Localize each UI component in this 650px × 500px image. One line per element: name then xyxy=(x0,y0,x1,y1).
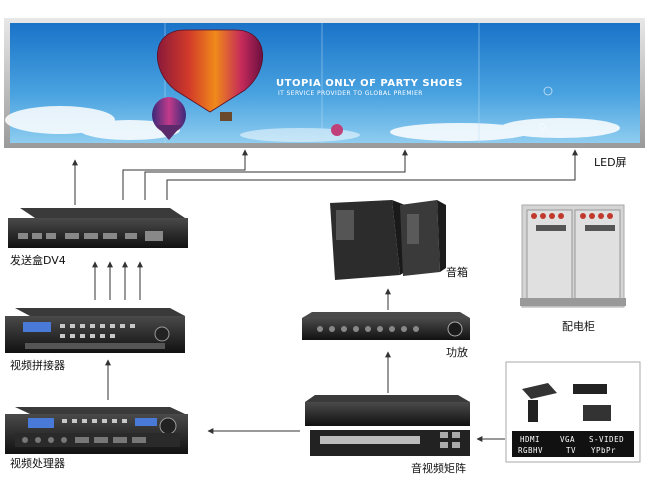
processor-label: 视频处理器 xyxy=(10,457,65,470)
sender-box xyxy=(8,208,188,248)
connection-lines xyxy=(72,149,578,442)
processor-box xyxy=(5,407,188,454)
signal-rgbhv: RGBHV xyxy=(518,446,544,455)
small-balloon xyxy=(152,97,186,140)
signal-svided: S-VIDED xyxy=(589,435,625,444)
av-matrix xyxy=(305,395,470,456)
tiny-balloon xyxy=(331,124,343,136)
distribution-cabinet xyxy=(520,204,626,308)
speakers xyxy=(330,200,446,280)
signal-ypbpr: YPbPr xyxy=(591,446,617,455)
amplifier-label: 功放 xyxy=(446,346,468,359)
sender-box-label: 发送盒DV4 xyxy=(10,254,66,267)
banner-subheadline: IT SERVICE PROVIDER TO GLOBAL PREMIER xyxy=(278,90,423,97)
signal-hdmi: HDMI xyxy=(520,435,541,444)
led-screen-label: LED屏 xyxy=(594,156,627,169)
speaker-label: 音箱 xyxy=(446,266,468,279)
amplifier xyxy=(302,312,470,340)
splicer-label: 视频拼接器 xyxy=(10,359,65,372)
matrix-label: 音视频矩阵 xyxy=(411,462,466,475)
signal-tv: TV xyxy=(566,446,577,455)
cabinet-label: 配电柜 xyxy=(562,320,595,333)
led-screen xyxy=(4,18,645,148)
banner-headline: UTOPIA ONLY OF PARTY SHOES xyxy=(276,78,463,89)
splicer-box xyxy=(5,308,185,353)
sources-panel xyxy=(505,361,641,463)
large-balloon xyxy=(156,29,264,121)
signal-vga: VGA xyxy=(560,435,576,444)
